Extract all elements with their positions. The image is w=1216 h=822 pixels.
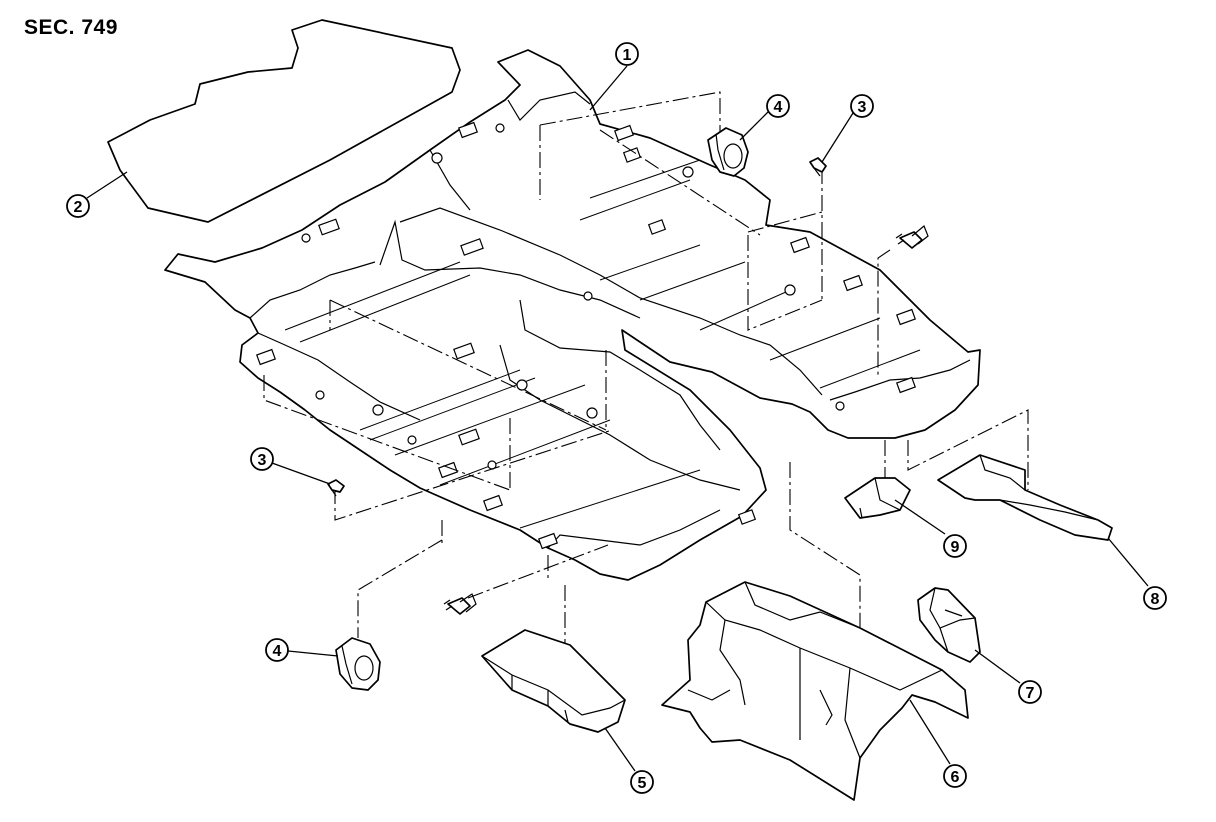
grommet-upper	[707, 127, 749, 177]
floor-carpet	[164, 49, 981, 581]
callout-3-lower: 3	[250, 447, 331, 485]
bracket-spacer	[844, 477, 911, 519]
callout-6: 6	[909, 699, 967, 788]
callout-5-label: 5	[638, 775, 647, 792]
callout-9: 9	[894, 499, 967, 558]
rear-floor-spacer	[481, 629, 626, 733]
callout-3-lower-label: 3	[258, 452, 267, 469]
callout-3-upper: 3	[821, 94, 874, 163]
callout-1-label: 1	[623, 47, 632, 64]
callout-7-label: 7	[1026, 685, 1035, 702]
callout-4-upper-label: 4	[774, 99, 783, 116]
section-title: SEC. 749	[24, 16, 118, 39]
grommet-lower	[335, 637, 381, 691]
callout-8-label: 8	[1151, 591, 1160, 608]
callout-5: 5	[604, 727, 654, 794]
callout-4-lower-label: 4	[273, 643, 282, 660]
callout-1: 1	[589, 42, 639, 111]
side-spacer	[917, 587, 981, 663]
rear-floor-mat	[107, 19, 461, 223]
callout-4-lower: 4	[265, 638, 339, 662]
clip-upper	[809, 157, 827, 177]
callout-9-label: 9	[951, 539, 960, 556]
front-floor-spacer	[661, 581, 969, 801]
clip-lower	[327, 479, 345, 497]
callout-8: 8	[1107, 537, 1167, 610]
callout-2: 2	[66, 171, 128, 218]
callout-7: 7	[974, 649, 1042, 704]
callout-4-upper: 4	[739, 94, 790, 141]
callout-6-label: 6	[951, 769, 960, 786]
floor-spacer-right	[937, 454, 1113, 541]
screw-lower	[443, 593, 477, 615]
callout-2-label: 2	[74, 199, 83, 216]
callout-3-upper-label: 3	[858, 99, 867, 116]
installation-lines	[263, 91, 1029, 690]
screw-upper	[895, 225, 929, 249]
